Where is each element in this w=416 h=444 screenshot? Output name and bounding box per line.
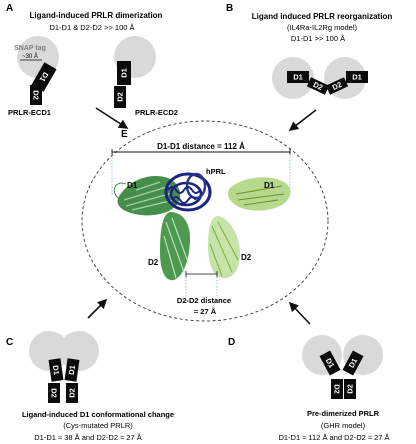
svg-text:D2: D2 [116, 92, 125, 102]
d1-d1-distance-label: D1-D1 distance = 112 Å [157, 142, 245, 151]
svg-text:D1: D1 [293, 73, 303, 82]
svg-text:D2: D2 [333, 384, 342, 394]
panel-c: C D1 D2 D1 D2 Ligand-induced D1 conforma… [6, 331, 174, 442]
receptor-c2-d2: D2 [66, 383, 78, 403]
receptor-c1-d1: D1 [48, 358, 64, 382]
panel-a-title: Ligand-induced PRLR dimerization [30, 11, 163, 20]
hprl-structure [164, 172, 212, 212]
svg-text:D1: D1 [324, 357, 336, 370]
svg-text:D2: D2 [68, 388, 77, 398]
arrow-a-to-e [95, 107, 129, 129]
svg-text:D1: D1 [67, 365, 77, 376]
prlr-ecd2-label: PRLR-ECD2 [135, 108, 178, 117]
arrow-c-to-e [87, 298, 108, 319]
arrow-b-to-e [288, 109, 317, 131]
panel-a-subtitle: D1-D1 & D2-D2 >> 100 Å [49, 23, 134, 32]
panel-c-title: Ligand-induced D1 conformational change [22, 410, 174, 419]
snap-size-label: ~30 Å [22, 53, 38, 60]
panel-b-subtitle: (IL4Ra-IL2Rg model) [287, 23, 358, 32]
d2-right-label: D2 [241, 253, 252, 262]
arrow-d-to-e [288, 301, 311, 325]
svg-text:D1: D1 [352, 73, 362, 82]
d1-left-label: D1 [127, 181, 138, 190]
d2-d2-distance-label-1: D2-D2 distance [177, 296, 231, 305]
prlr-ecd1-label: PRLR-ECD1 [8, 108, 51, 117]
panel-d-title: Pre-dimerized PRLR [307, 409, 380, 418]
receptor-b2-d1: D1 [346, 71, 368, 83]
receptor-c2-d1: D1 [64, 358, 80, 382]
panel-a: A Ligand-induced PRLR dimerization D1-D1… [6, 3, 178, 117]
receptor-b2-d2: D2 [325, 77, 349, 95]
svg-text:D1: D1 [120, 68, 129, 78]
receptor-d1-left-structure [113, 176, 181, 216]
d2-d2-distance-label-2: = 27 Å [194, 307, 217, 316]
panel-b: B Ligand induced PRLR reorganization (IL… [226, 3, 392, 99]
panel-b-title: Ligand induced PRLR reorganization [252, 12, 393, 21]
receptor-d1-d2: D2 [331, 379, 343, 399]
receptor-c1-d2: D2 [48, 383, 60, 403]
receptor-b1-d2: D2 [306, 77, 330, 95]
svg-text:D2: D2 [312, 80, 324, 92]
receptor-a2-d2: D2 [114, 86, 126, 108]
receptor-a2-d1: D1 [117, 61, 131, 85]
panel-b-distance: D1-D1 >> 100 Å [291, 34, 345, 43]
panel-b-letter: B [226, 3, 233, 14]
panel-e-letter: E [121, 129, 128, 140]
svg-text:D2: D2 [32, 90, 41, 100]
panel-a-letter: A [6, 3, 13, 14]
snap-tag-c-right [59, 331, 99, 371]
receptor-d2-d2: D2 [344, 379, 356, 399]
svg-text:D1: D1 [51, 365, 61, 376]
panel-c-distance: D1-D1 ≈ 38 Å and D2-D2 ≈ 27 Å [34, 433, 141, 442]
receptor-d1-right-structure [227, 177, 291, 211]
panel-d-subtitle: (GHR model) [321, 421, 366, 430]
receptor-d1-d1: D1 [319, 350, 341, 376]
snap-tag-label: SNAP tag [14, 45, 46, 52]
d2-left-label: D2 [148, 258, 159, 267]
receptor-a1-d2: D2 [30, 85, 42, 105]
panel-e: E D1-D1 distance = 112 Å [81, 120, 329, 322]
receptor-a1-d1: D1 [31, 62, 57, 92]
receptor-b1-d1: D1 [287, 71, 309, 83]
panel-d-distance: D1-D1 ≈ 112 Å and D2-D2 ≈ 27 Å [278, 433, 389, 442]
panel-c-subtitle: (Cys-mutated PRLR) [63, 421, 133, 430]
svg-text:D2: D2 [50, 388, 59, 398]
receptor-d2-right-structure [208, 216, 240, 279]
hprl-label: hPRL [206, 167, 226, 176]
svg-text:D1: D1 [38, 71, 51, 84]
panel-d: D D1 D2 D1 D2 Pre-dimerized PRLR (GHR mo… [228, 335, 390, 442]
panel-c-letter: C [6, 337, 13, 348]
panel-e-dashed-ellipse [81, 120, 329, 322]
receptor-d2-d1: D1 [342, 350, 364, 376]
d1-right-label: D1 [264, 181, 275, 190]
svg-text:D2: D2 [346, 384, 355, 394]
svg-text:D2: D2 [331, 80, 343, 92]
receptor-d2-left-structure [160, 212, 190, 281]
panel-d-letter: D [228, 337, 235, 348]
svg-text:D1: D1 [347, 357, 359, 370]
